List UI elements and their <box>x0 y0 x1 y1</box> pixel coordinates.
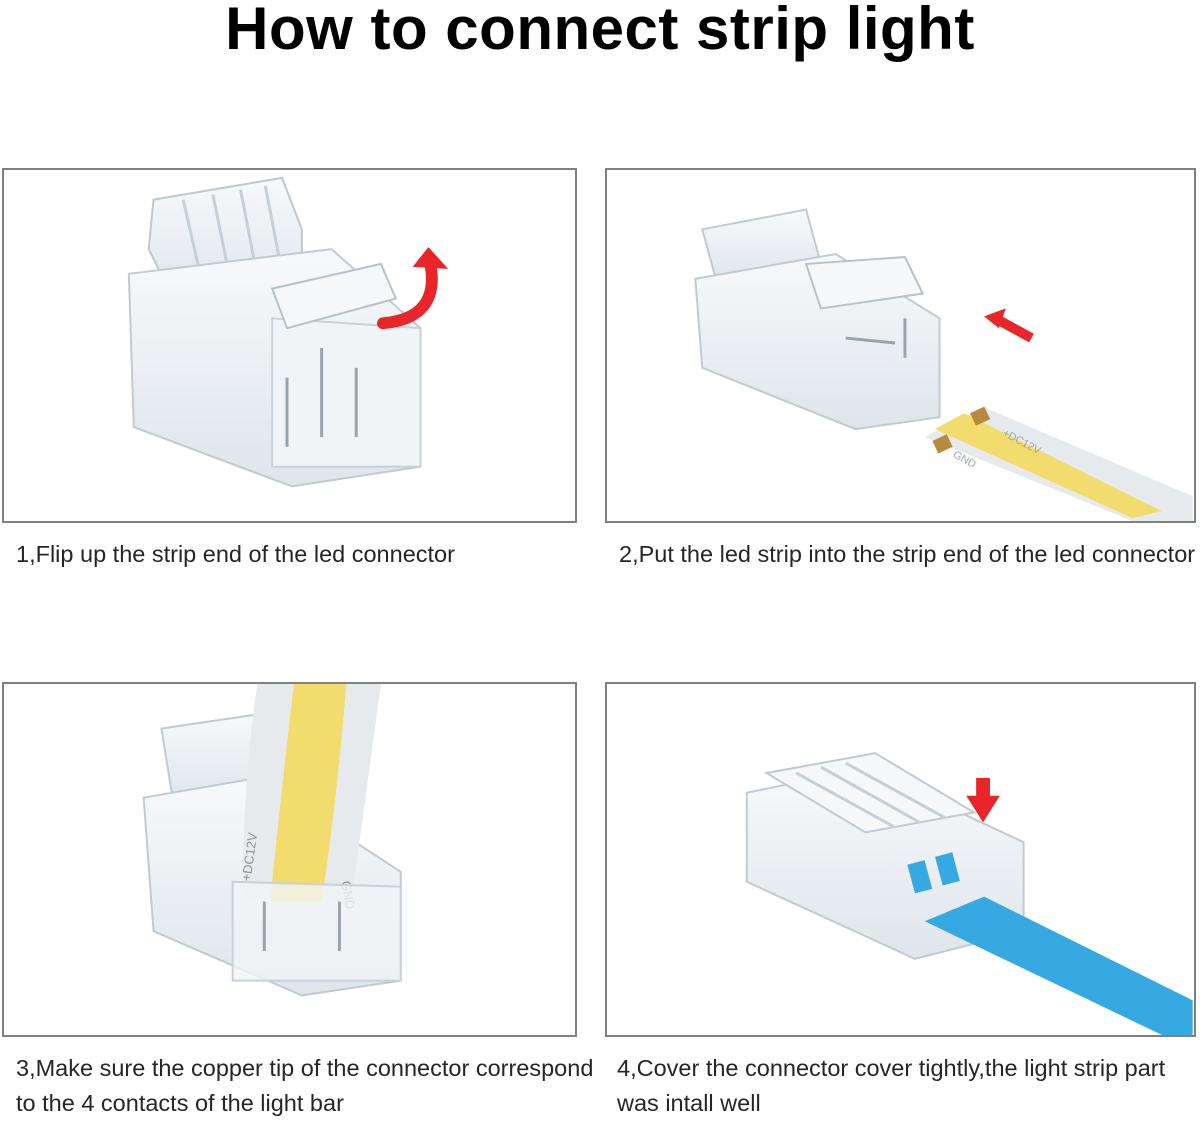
step-1-caption: 1,Flip up the strip end of the led conne… <box>16 541 455 567</box>
step-2-caption: 2,Put the led strip into the strip end o… <box>619 541 1196 567</box>
page-title: How to connect strip light <box>225 0 975 62</box>
step-3-caption: 3,Make sure the copper tip of the connec… <box>16 1055 594 1116</box>
step-3-image: +DC12V GND <box>2 682 577 1037</box>
connector-open-illustration <box>127 176 449 488</box>
step-4-caption: 4,Cover the connector cover tightly,the … <box>617 1055 1166 1116</box>
step-4-image <box>605 682 1196 1037</box>
flip-up-arrow-icon <box>412 247 449 269</box>
insert-arrow-icon <box>984 308 1034 343</box>
press-down-arrow-icon <box>966 777 1000 823</box>
strip-inserted-illustration: +DC12V GND <box>142 684 402 997</box>
step-1-image <box>2 168 577 523</box>
connector-closed-illustration <box>745 752 1193 1035</box>
strip-positive-label: +DC12V <box>239 831 261 882</box>
insert-strip-illustration: +DC12V GND <box>694 208 1193 521</box>
step-2-image: +DC12V GND <box>605 168 1196 523</box>
